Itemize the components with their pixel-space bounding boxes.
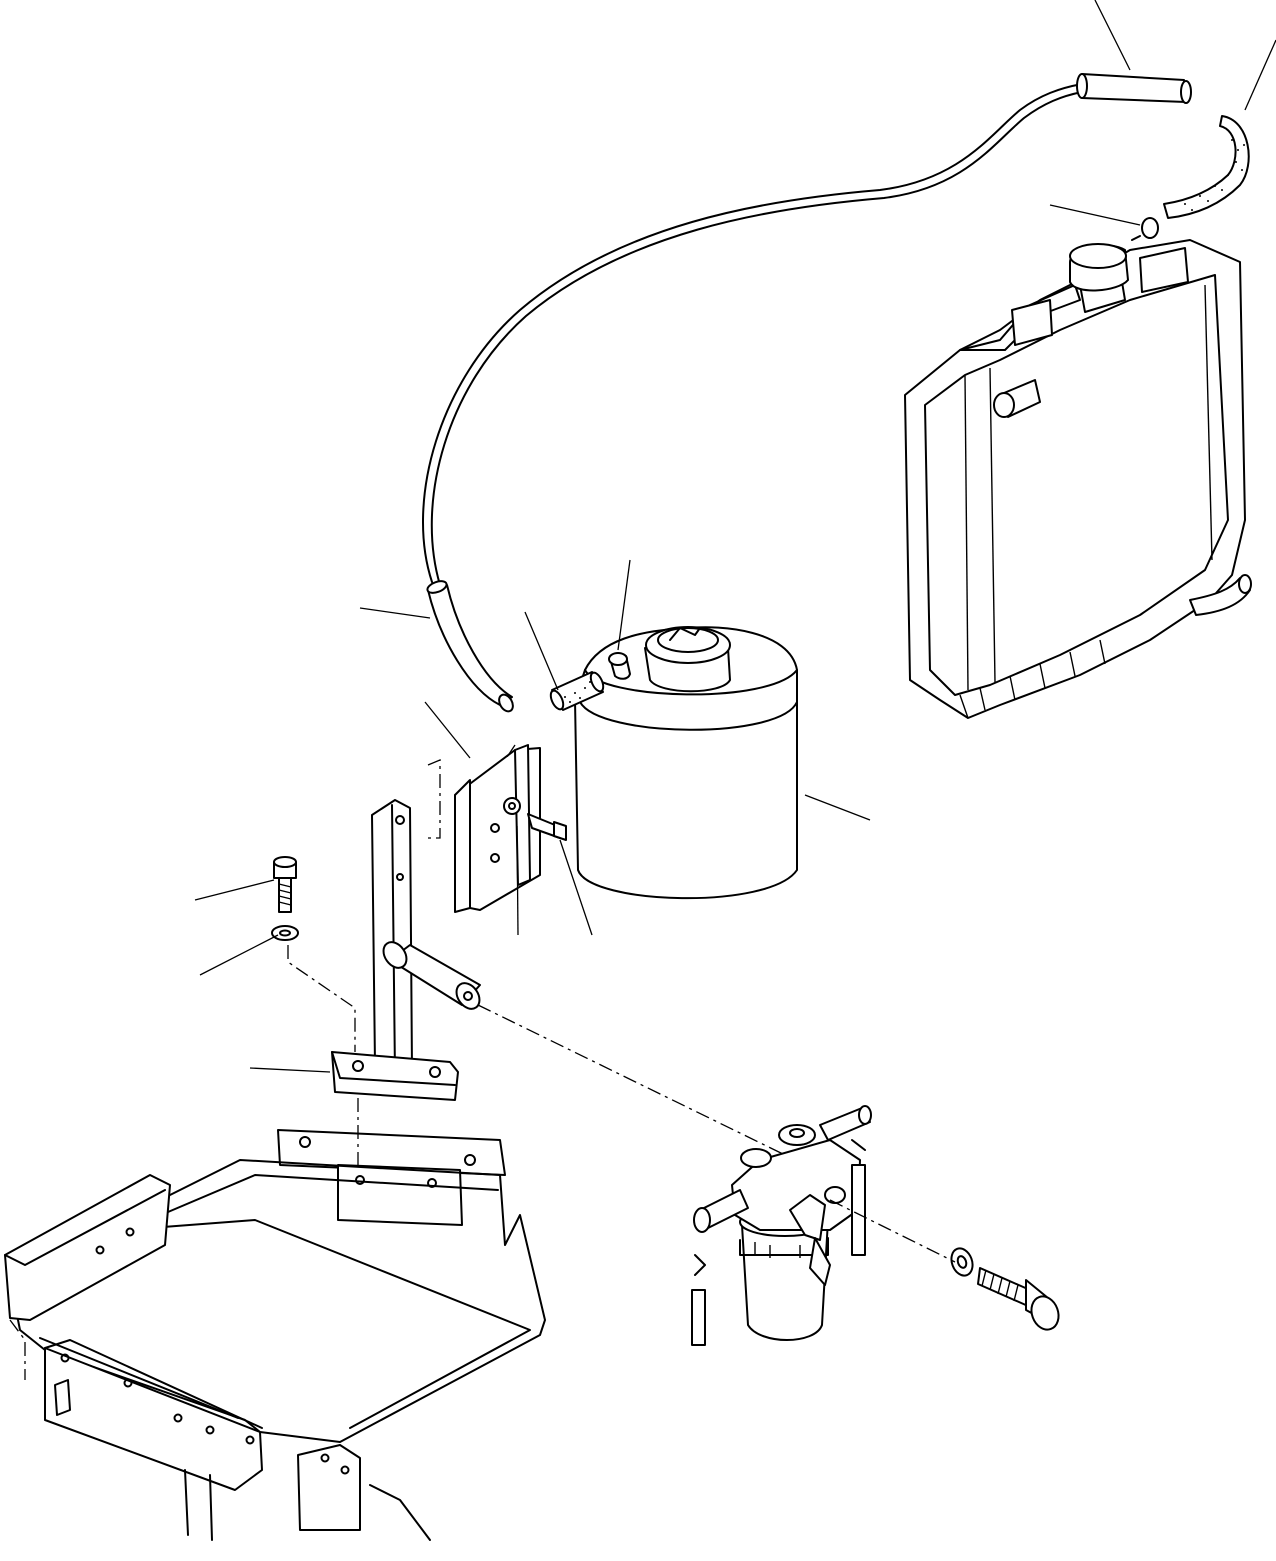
hose-joint bbox=[549, 671, 605, 711]
washer bbox=[271, 925, 299, 941]
hose-clamp bbox=[1131, 217, 1159, 241]
overflow-hose bbox=[421, 73, 1250, 713]
frame bbox=[4, 1129, 546, 1541]
assembly-lines bbox=[287, 945, 956, 1263]
radiator bbox=[904, 239, 1252, 719]
tank-bracket bbox=[427, 744, 567, 913]
leader-lines bbox=[194, 0, 1276, 1073]
bracket-stay bbox=[331, 799, 481, 1101]
mounting-bolt bbox=[273, 856, 297, 913]
reserve-tank bbox=[574, 626, 871, 900]
hose-texture bbox=[1184, 139, 1245, 211]
fuel-filter bbox=[691, 1105, 872, 1346]
fuel-filter-bolt bbox=[950, 1247, 1060, 1331]
